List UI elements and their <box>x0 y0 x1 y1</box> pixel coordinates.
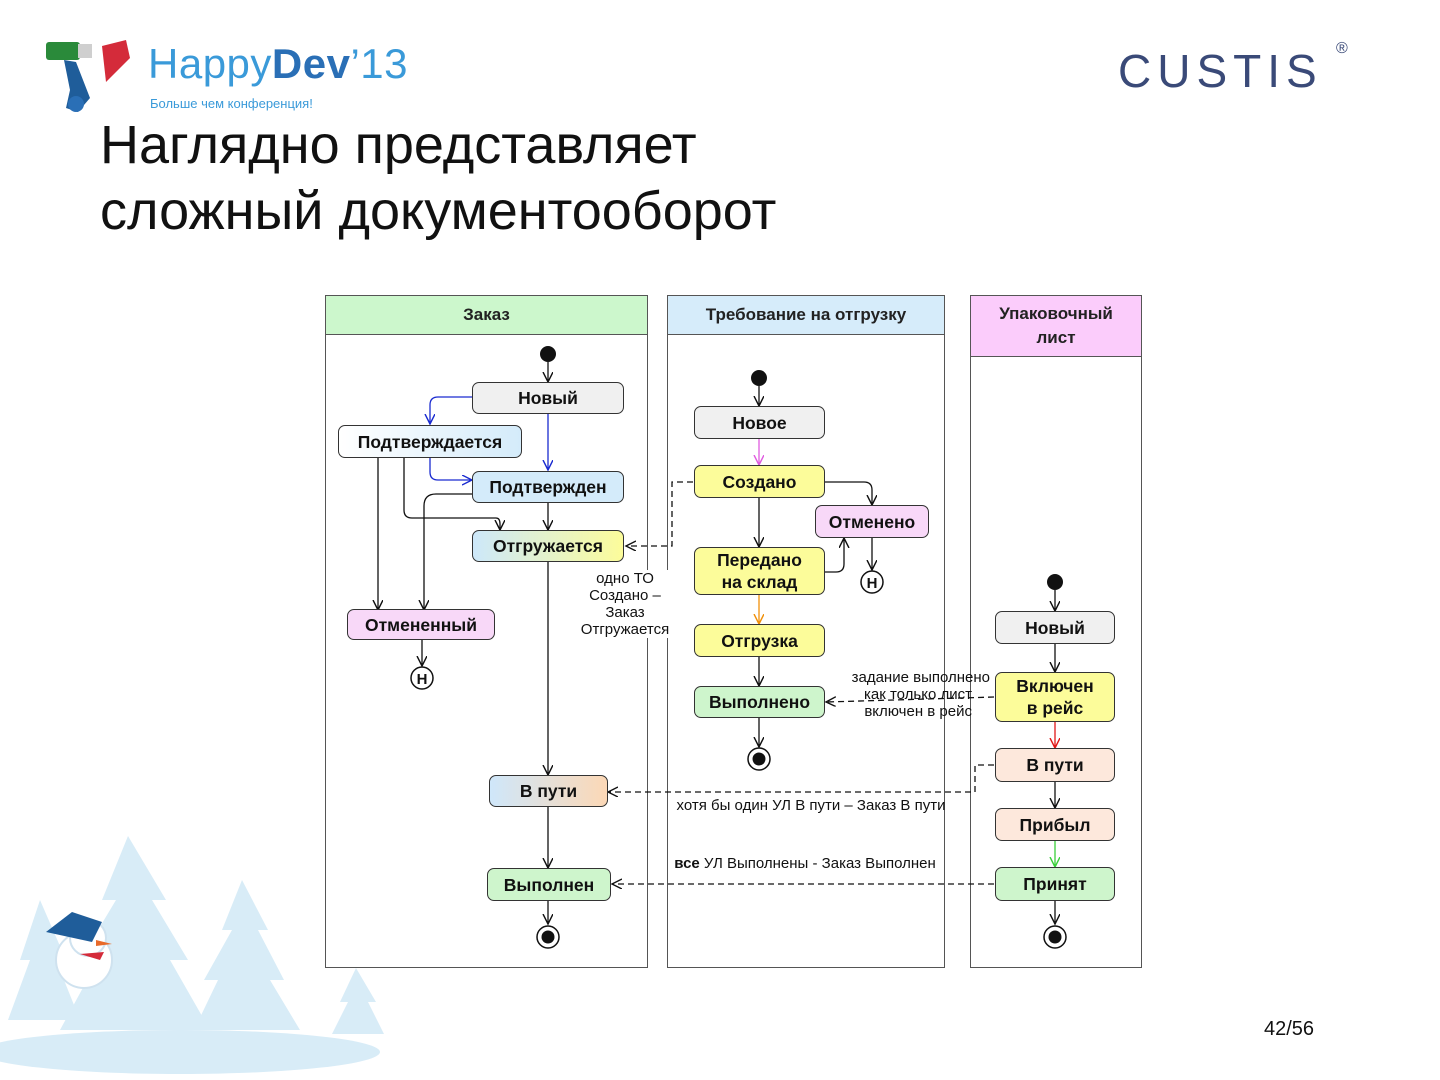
happydev-tagline: Больше чем конференция! <box>150 96 313 111</box>
order-state-confirming[interactable]: Подтверждается <box>338 425 522 458</box>
note-task-done-line1: задание выполнено <box>851 669 990 686</box>
note-one-to-line1: одно ТО <box>596 570 654 587</box>
page-number: 42/56 <box>1264 1018 1315 1040</box>
lane-shipment-header: Требование на отгрузку <box>667 295 945 335</box>
custis-logo: CUSTIS <box>1118 45 1323 97</box>
slide-title-line1: Наглядно представляет <box>100 115 697 175</box>
tree-icon <box>8 900 80 1020</box>
packing-state-arrived[interactable]: Прибыл <box>995 808 1115 841</box>
order-state-in-transit[interactable]: В пути <box>489 775 608 807</box>
lane-order-header: Заказ <box>325 295 648 335</box>
order-state-shipping[interactable]: Отгружается <box>472 530 624 562</box>
note-all-done-rest: УЛ Выполнены - Заказ Выполнен <box>699 855 936 872</box>
tree-icon <box>332 968 384 1034</box>
packing-state-accepted[interactable]: Принят <box>995 867 1115 901</box>
lane-packing-title-line1: Упаковочный <box>999 304 1113 323</box>
order-state-new[interactable]: Новый <box>472 382 624 414</box>
note-task-done-line2: как только лист <box>864 686 972 703</box>
packing-state-in-trip-line2: в рейс <box>1026 698 1084 718</box>
shipment-state-shipping[interactable]: Отгрузка <box>694 624 825 657</box>
note-one-to-line2: Создано – <box>589 587 661 604</box>
lane-packing-title-line2: лист <box>1036 328 1076 347</box>
order-state-cancelled[interactable]: Отмененный <box>347 609 495 640</box>
note-one-to-created: одно ТО Создано – Заказ Отгружается <box>566 570 684 638</box>
order-state-confirmed[interactable]: Подтвержден <box>472 471 624 503</box>
tree-icon <box>194 880 300 1030</box>
packing-state-in-trip-line1: Включен <box>1016 676 1094 696</box>
packing-state-in-transit[interactable]: В пути <box>995 748 1115 782</box>
note-all-done-bold: все <box>674 855 700 872</box>
shipment-state-done[interactable]: Выполнено <box>694 686 825 718</box>
note-one-to-line4: Отгружается <box>580 621 670 638</box>
note-task-done: задание выполнено как только лист включе… <box>822 669 990 720</box>
shipment-state-created[interactable]: Создано <box>694 465 825 498</box>
packing-state-in-trip[interactable]: Включен в рейс <box>995 672 1115 722</box>
order-state-done[interactable]: Выполнен <box>487 868 611 901</box>
note-one-to-line3: Заказ <box>605 604 645 621</box>
note-at-least-one-in-transit: хотя бы один УЛ В пути – Заказ В пути <box>676 797 946 814</box>
snowman-icon <box>46 912 113 989</box>
shipment-state-to-warehouse-line1: Передано <box>717 550 802 570</box>
packing-state-new[interactable]: Новый <box>995 611 1115 644</box>
tree-icon <box>60 836 210 1030</box>
shipment-state-to-warehouse[interactable]: Передано на склад <box>694 547 825 595</box>
shipment-state-new[interactable]: Новое <box>694 406 825 439</box>
note-all-done: все УЛ Выполнены - Заказ Выполнен <box>648 855 962 872</box>
slide-title: Наглядно представляет сложный документоо… <box>100 112 776 244</box>
registered-mark: ® <box>1336 40 1348 57</box>
happydev-wordmark: HappyDev’13 <box>148 40 409 87</box>
lane-packing-header: Упаковочный лист <box>970 295 1142 357</box>
shipment-state-cancelled[interactable]: Отменено <box>815 505 929 538</box>
note-task-done-line3: включен в рейс <box>864 703 972 720</box>
shipment-state-to-warehouse-line2: на склад <box>721 572 798 592</box>
slide-title-line2: сложный документооборот <box>100 181 777 241</box>
